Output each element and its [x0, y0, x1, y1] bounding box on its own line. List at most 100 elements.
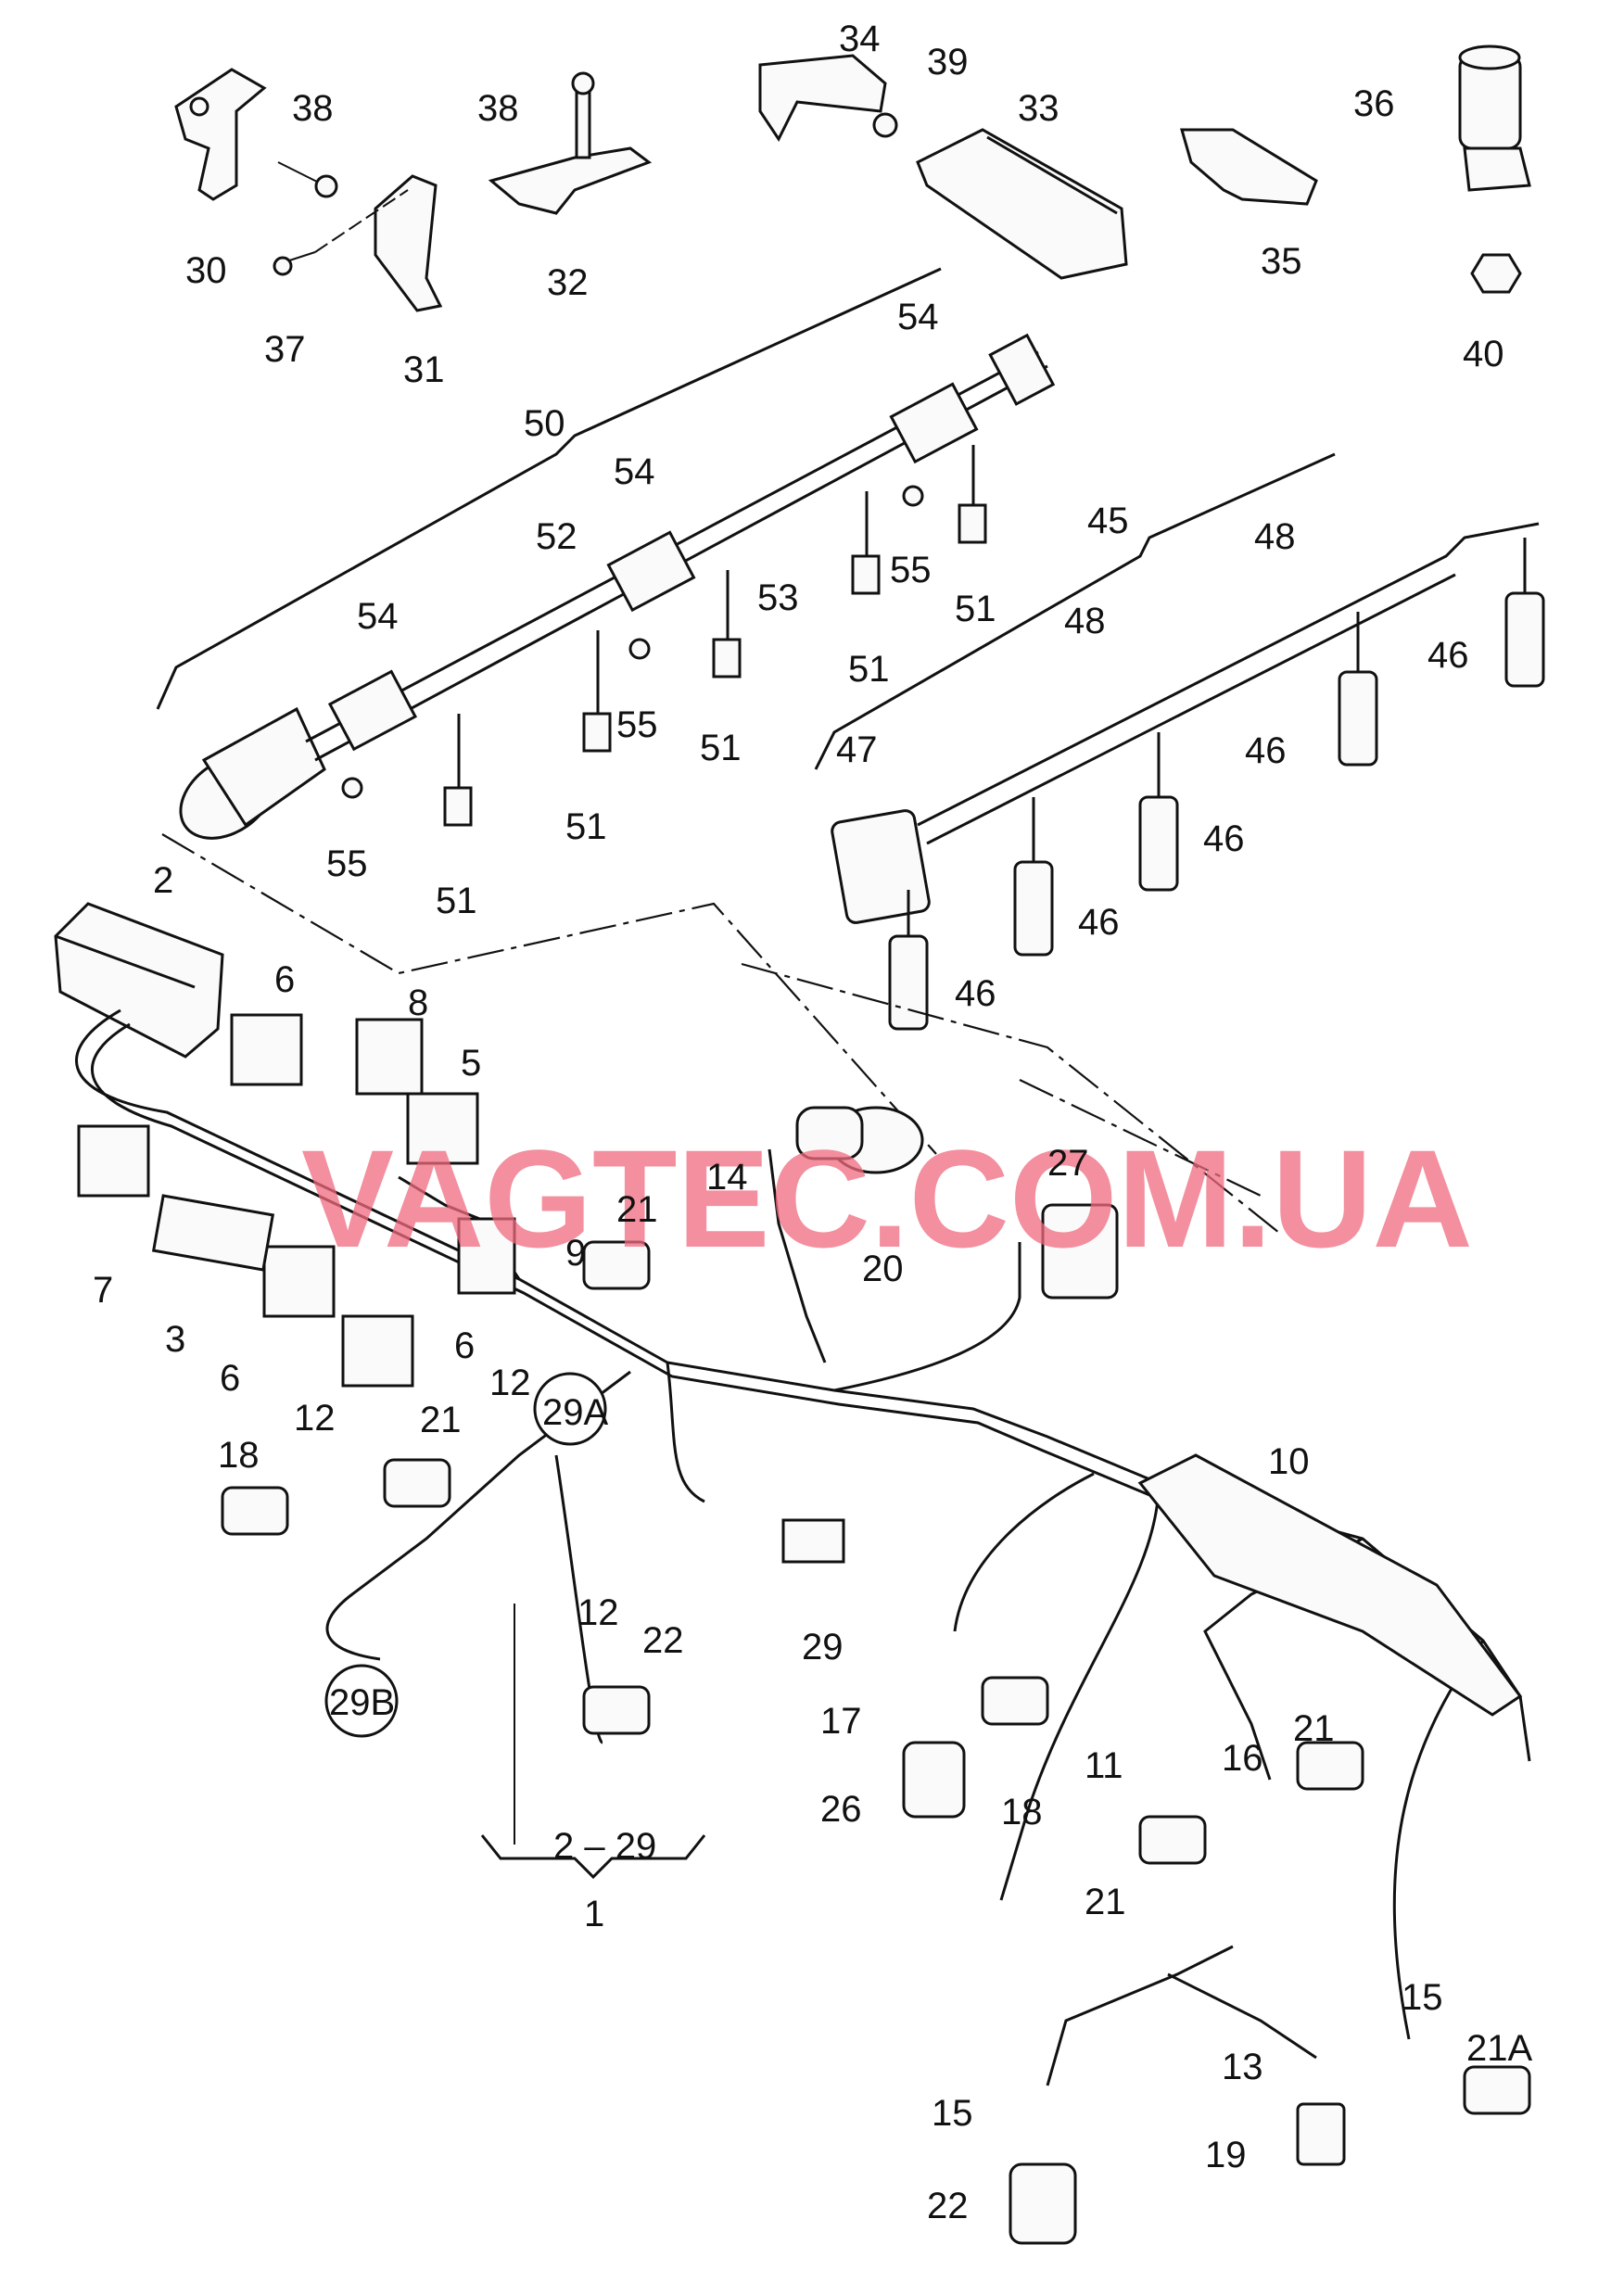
- label-22-b: 22: [927, 2186, 969, 2226]
- harness-50: [179, 333, 1056, 840]
- bracket-10: [1137, 1453, 1523, 1717]
- control-unit-2: [54, 902, 224, 1059]
- label-39: 39: [927, 42, 969, 82]
- plugs-46: [888, 538, 1545, 1031]
- label-38-right: 38: [477, 88, 519, 129]
- label-37: 37: [264, 329, 306, 370]
- label-55-c: 55: [326, 843, 368, 884]
- label-12-a: 12: [294, 1398, 336, 1439]
- label-21-b: 21: [420, 1400, 462, 1440]
- sensor-19: [1296, 2102, 1346, 2166]
- bracket-35: [1180, 128, 1318, 206]
- label-11: 11: [1085, 1745, 1123, 1786]
- label-54-b: 54: [614, 451, 655, 492]
- dashed-group-45: [814, 452, 1336, 770]
- label-12-b: 12: [489, 1363, 531, 1403]
- label-46-c: 46: [1203, 818, 1245, 859]
- label-40: 40: [1463, 334, 1504, 374]
- connector-29: [781, 1518, 845, 1564]
- label-16: 16: [1222, 1738, 1263, 1779]
- plug-26: [902, 1741, 966, 1819]
- label-51-d: 51: [565, 806, 607, 847]
- label-15-b: 15: [932, 2093, 973, 2134]
- callout-29B: [324, 1664, 399, 1738]
- connectors-51: [443, 445, 987, 827]
- label-19: 19: [1205, 2135, 1247, 2175]
- label-46-d: 46: [1078, 902, 1120, 943]
- label-38-left: 38: [292, 88, 334, 129]
- relays-6: [230, 1013, 414, 1388]
- label-14: 14: [706, 1157, 748, 1198]
- label-29B: 29B: [329, 1682, 395, 1723]
- dashed-group-50: [156, 267, 942, 710]
- label-32: 32: [547, 262, 589, 303]
- label-21-a: 21: [616, 1189, 658, 1230]
- label-51-e: 51: [436, 881, 477, 921]
- label-51-b: 51: [848, 649, 890, 690]
- bracket-34: [758, 54, 887, 142]
- relay-36: [1458, 44, 1531, 192]
- watermark: VAGTEC.COM.UA: [301, 1121, 1473, 1276]
- label-21-d: 21: [1085, 1882, 1126, 1922]
- label-13: 13: [1222, 2047, 1263, 2087]
- label-46-e: 46: [955, 973, 996, 1014]
- range-bracket: [480, 1604, 706, 1880]
- screw-38-left: [277, 161, 338, 198]
- relay-7: [77, 1124, 150, 1198]
- bracket-30: [174, 68, 267, 201]
- cap-20: [795, 1106, 924, 1174]
- label-55-a: 55: [890, 550, 932, 590]
- label-46-b: 46: [1245, 730, 1287, 771]
- label-53: 53: [757, 577, 799, 618]
- connector-27: [1041, 1203, 1119, 1300]
- label-26: 26: [820, 1789, 862, 1830]
- label-9: 9: [565, 1233, 586, 1274]
- label-33: 33: [1018, 88, 1059, 129]
- dash-dot-outlines: [161, 833, 1280, 1234]
- label-8: 8: [408, 983, 428, 1023]
- label-54-a: 54: [897, 297, 939, 337]
- connector-9: [457, 1217, 516, 1295]
- label-20: 20: [862, 1249, 904, 1289]
- label-27: 27: [1047, 1143, 1089, 1184]
- bolts-55: [341, 485, 924, 799]
- plug-22-bottom: [1009, 2162, 1077, 2245]
- callout-29A: [533, 1372, 607, 1446]
- bracket-32: [488, 71, 653, 215]
- label-52: 52: [536, 516, 577, 557]
- label-48-a: 48: [1254, 516, 1296, 557]
- label-55-b: 55: [616, 704, 658, 745]
- label-21-c: 21: [1293, 1708, 1335, 1749]
- nut-40: [1470, 253, 1522, 294]
- label-1: 1: [584, 1894, 604, 1934]
- label-12-c: 12: [577, 1592, 619, 1633]
- label-6-a: 6: [274, 959, 295, 1000]
- label-29: 29: [802, 1627, 844, 1667]
- screw-37: [273, 251, 316, 276]
- main-harness-wires: [75, 1008, 1531, 2086]
- label-48-b: 48: [1064, 601, 1106, 641]
- relay-8: [355, 1018, 424, 1096]
- label-34: 34: [839, 19, 881, 59]
- nut-39: [872, 112, 898, 138]
- label-45: 45: [1087, 501, 1129, 541]
- fuse-holder-3: [151, 1194, 275, 1272]
- label-2: 2: [153, 860, 173, 901]
- label-30: 30: [185, 250, 227, 291]
- label-36: 36: [1353, 83, 1395, 124]
- label-6-b: 6: [220, 1358, 240, 1399]
- label-54-c: 54: [357, 596, 399, 637]
- relay-5: [406, 1092, 479, 1165]
- label-18-a: 18: [218, 1435, 260, 1476]
- harness-45: [831, 522, 1540, 924]
- label-29A: 29A: [542, 1392, 608, 1433]
- label-15-a: 15: [1402, 1977, 1443, 2018]
- label-5: 5: [461, 1043, 481, 1084]
- connectors-small: [221, 1240, 1531, 2115]
- bracket-31: [314, 174, 443, 312]
- label-46-a: 46: [1427, 635, 1469, 676]
- label-17: 17: [820, 1701, 862, 1742]
- label-18-b: 18: [1001, 1792, 1043, 1832]
- cover-33: [916, 128, 1128, 280]
- label-31: 31: [403, 349, 445, 390]
